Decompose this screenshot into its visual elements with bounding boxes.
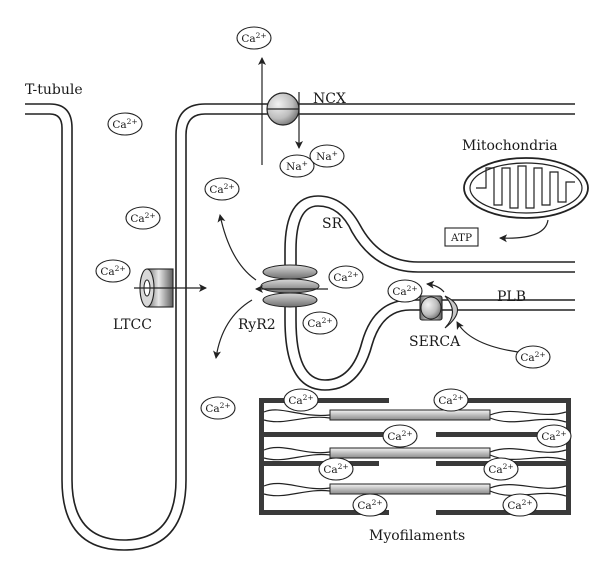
mitochondria-organelle [463,157,589,219]
ion-text: Ca2+ [130,211,155,225]
na-ion-bubble: Na+ [279,154,315,178]
myofilaments [259,398,571,515]
ca-ion-bubble: Ca2+ [483,457,519,481]
serca-uptake-arrow [456,321,519,353]
ncx-label: NCX [313,91,346,107]
ca-ion-bubble: Ca2+ [204,177,240,201]
plb-label: PLB [497,289,526,305]
ion-bubbles: Ca2+ Ca2+ Ca2+ Ca2+ Ca2+ Ca2+ Ca2+ Ca2+ Ca2+ Ca2+… [95,26,572,517]
ion-text: Ca2+ [488,462,513,476]
ion-text: Ca2+ [100,264,125,278]
sr-label: SR [322,216,343,232]
ion-text: Ca2+ [357,498,382,512]
thin-filament [436,398,571,403]
thick-filament [329,409,491,421]
z-line-left [259,398,264,515]
ion-text: Ca2+ [205,401,230,415]
ryr2-label: RyR2 [238,317,276,333]
ion-text: Na+ [316,149,338,163]
plb-protein [444,295,459,329]
ion-text: Ca2+ [209,182,234,196]
ion-text: Ca2+ [112,117,137,131]
ca-ion-bubble: Ca2+ [382,424,418,448]
ryr2-channel [260,264,320,308]
ca-ion-bubble: Ca2+ [125,206,161,230]
serca-label: SERCA [409,334,461,350]
ion-text: Ca2+ [392,284,417,298]
ryr2-release-arrow-up [217,214,257,281]
ion-text: Ca2+ [387,429,412,443]
serca-pump [419,295,443,321]
ryr2-release-arrow-down [213,299,253,359]
ion-text: Ca2+ [507,498,532,512]
ion-text: Ca2+ [307,316,332,330]
ion-text: Ca2+ [333,270,358,284]
thin-filament [436,510,571,515]
ca-ion-bubble: Ca2+ [302,311,338,335]
ca-ion-bubble: Ca2+ [328,265,364,289]
ncx-exchanger [266,92,300,126]
thin-filament [259,461,379,466]
ca-ion-bubble: Ca2+ [515,345,551,369]
ca-ion-bubble: Ca2+ [502,493,538,517]
atp-box [444,227,479,247]
ca-ion-bubble: Ca2+ [536,424,572,448]
ion-text: Ca2+ [520,350,545,364]
ion-text: Ca2+ [288,393,313,407]
thin-filament [436,432,571,437]
ion-text: Ca2+ [541,429,566,443]
ca-ion-bubble: Ca2+ [352,493,388,517]
thin-filament [259,510,389,515]
thin-filament [259,432,384,437]
ca-ion-bubble: Ca2+ [318,457,354,481]
thick-filament [329,483,491,495]
ca-ion-bubble: Ca2+ [236,26,272,50]
ion-text: Na+ [286,159,308,173]
mitochondria-label: Mitochondria [462,138,558,154]
serca-release-arrow [426,280,445,293]
sarcolemma-membrane [25,103,575,551]
na-ion-bubble: Na+ [309,144,345,168]
z-line-right [566,398,571,515]
ca-ion-bubble: Ca2+ [95,259,131,283]
ion-text: Ca2+ [438,393,463,407]
atp-label: ATP [450,232,472,244]
ca-ion-bubble: Ca2+ [387,279,423,303]
myofilaments-label: Myofilaments [369,528,465,544]
ca-ion-bubble: Ca2+ [283,388,319,412]
thin-filament [259,398,389,403]
ion-text: Ca2+ [323,462,348,476]
atp-arrow [499,219,549,243]
thick-filament [329,447,491,459]
ca-ion-bubble: Ca2+ [107,112,143,136]
sr-membrane [284,195,575,391]
t-tubule-label: T-tubule [25,82,83,98]
ca-ion-bubble: Ca2+ [433,388,469,412]
ion-text: Ca2+ [241,31,266,45]
ltcc-label: LTCC [113,317,152,333]
ca-ion-bubble: Ca2+ [200,396,236,420]
